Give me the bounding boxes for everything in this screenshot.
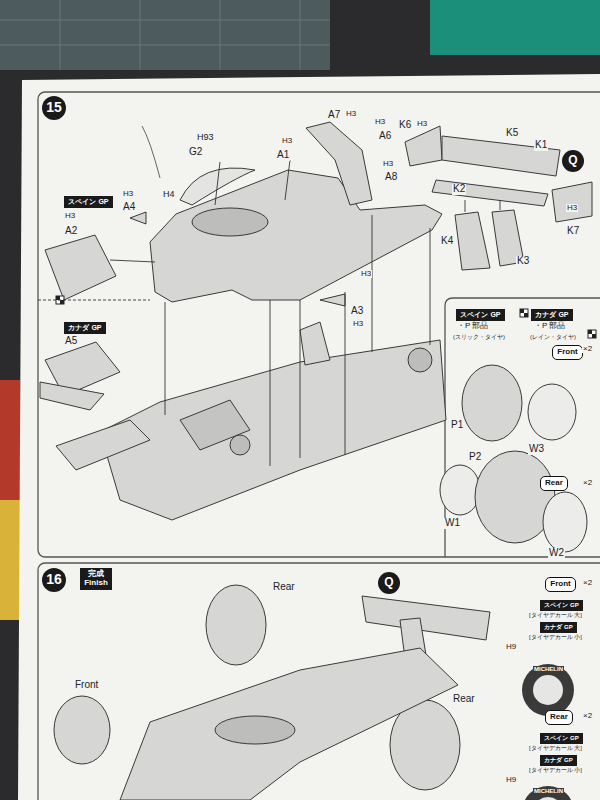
subassembly-marker: Q (562, 150, 584, 172)
step-number: 16 (42, 568, 66, 592)
part-label: K3 (516, 256, 530, 267)
node-text: カナダ GP (540, 757, 577, 764)
part-label: A8 (384, 172, 398, 183)
node-text: 16 (46, 572, 62, 587)
part-label: Front (74, 680, 99, 691)
part-label: H3 (281, 137, 293, 145)
part-label: [タイヤデカール 大] (528, 612, 583, 618)
part-label: H3 (566, 204, 578, 212)
part-label: [タイヤデカール 小] (528, 634, 583, 640)
part-label: H3 (416, 120, 428, 128)
version-tag: スペイン GP (540, 600, 583, 611)
version-tag: スペイン GP (540, 733, 583, 744)
part-label: K5 (505, 128, 519, 139)
node-text: Q (384, 576, 393, 589)
part-label: H3 (374, 118, 386, 126)
version-tag: カナダ GP (64, 322, 106, 334)
part-label: MICHELIN (533, 666, 564, 672)
part-label: W3 (528, 444, 545, 455)
part-label: ×2 (582, 712, 593, 720)
node-text: 完成 (80, 570, 112, 579)
part-label: A5 (64, 336, 78, 347)
node-text: 15 (46, 100, 62, 115)
part-label: P2 (468, 452, 482, 463)
version-tag: カナダ GP (540, 755, 577, 766)
position-tag: Front (545, 577, 576, 592)
part-label: ・P 部品 (456, 322, 489, 330)
part-label: A1 (276, 150, 290, 161)
part-label: H9 (505, 776, 517, 784)
node-text: Q (568, 154, 577, 167)
version-tag: カナダ GP (540, 622, 577, 633)
part-label: Rear (272, 582, 296, 593)
node-text: スペイン GP (540, 735, 583, 742)
position-tag: Rear (545, 710, 573, 725)
step-number: 15 (42, 96, 66, 120)
node-text: Rear (541, 479, 567, 488)
part-label: K4 (440, 236, 454, 247)
part-label: A4 (122, 202, 136, 213)
part-label: H3 (360, 270, 372, 278)
part-label: A2 (64, 226, 78, 237)
part-label: ・P 部品 (533, 322, 566, 330)
part-label: ×2 (582, 579, 593, 587)
version-tag: カナダ GP (531, 309, 573, 321)
part-label: ×2 (582, 345, 593, 353)
part-label: H93 (196, 133, 215, 142)
node-text: Rear (546, 713, 572, 722)
part-label: W2 (548, 548, 565, 559)
position-tag: Rear (540, 476, 568, 491)
position-tag: Front (552, 345, 583, 360)
version-tag: スペイン GP (64, 196, 113, 208)
part-label: H4 (162, 190, 176, 199)
part-label: ×2 (582, 479, 593, 487)
part-label: H3 (352, 320, 364, 328)
part-label: G2 (188, 147, 203, 158)
part-label: Rear (452, 694, 476, 705)
part-label: A7 (327, 110, 341, 121)
part-label: K6 (398, 120, 412, 131)
node-text: Finish (80, 579, 112, 588)
part-label: A6 (378, 131, 392, 142)
node-text: Front (553, 348, 582, 357)
node-text: スペイン GP (456, 311, 505, 319)
part-label: (レイン・タイヤ) (529, 334, 577, 340)
node-text: スペイン GP (540, 602, 583, 609)
part-label: K2 (452, 184, 466, 195)
node-text: Front (546, 580, 575, 589)
node-text: カナダ GP (531, 311, 573, 319)
part-label: H3 (122, 190, 134, 198)
part-label: (スリック・タイヤ) (452, 334, 506, 340)
part-label: H3 (382, 160, 394, 168)
node-text: カナダ GP (540, 624, 577, 631)
part-label: A3 (350, 306, 364, 317)
part-label: [タイヤデカール 小] (528, 767, 583, 773)
version-tag: スペイン GP (456, 309, 505, 321)
part-label: P1 (450, 420, 464, 431)
part-label: H3 (345, 110, 357, 118)
part-label: [タイヤデカール 大] (528, 745, 583, 751)
part-label: K1 (534, 140, 548, 151)
finish-tag: 完成Finish (80, 568, 112, 590)
part-label: H3 (64, 212, 76, 220)
node-text: スペイン GP (64, 198, 113, 206)
part-label: MICHELIN (533, 788, 564, 794)
subassembly-marker: Q (378, 572, 400, 594)
part-label: W1 (444, 518, 461, 529)
part-label: K7 (566, 226, 580, 237)
part-label: H9 (505, 643, 517, 651)
node-text: カナダ GP (64, 324, 106, 332)
